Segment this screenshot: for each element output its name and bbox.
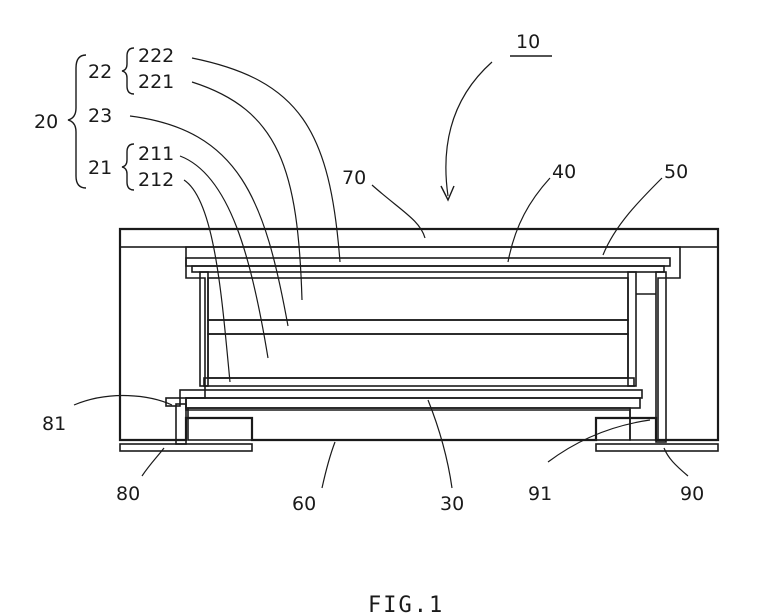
layer-50 — [186, 258, 670, 266]
base-60 — [188, 408, 630, 440]
layer-30 — [180, 390, 642, 408]
via-91 — [636, 272, 666, 442]
terminal-90 — [596, 444, 718, 451]
brace-20 — [68, 55, 86, 188]
figure-caption: FIG.1 — [368, 593, 444, 615]
label-70: 70 — [342, 167, 366, 189]
label-10: 10 — [516, 31, 540, 53]
label-50: 50 — [664, 161, 688, 183]
electrode-stack — [204, 278, 634, 386]
label-222: 222 — [138, 45, 174, 67]
label-30: 30 — [440, 493, 464, 515]
label-40: 40 — [552, 161, 576, 183]
label-22: 22 — [88, 61, 112, 83]
label-20: 20 — [34, 111, 58, 133]
via-81 — [166, 398, 186, 444]
label-80: 80 — [116, 483, 140, 505]
brace-21 — [122, 144, 134, 190]
label-211: 211 — [138, 143, 174, 165]
layer-40 — [192, 266, 664, 272]
inner-case-wall — [200, 272, 636, 386]
label-21: 21 — [88, 157, 112, 179]
label-60: 60 — [292, 493, 316, 515]
label-212: 212 — [138, 169, 174, 191]
terminal-80 — [120, 444, 252, 451]
brace-22 — [122, 48, 134, 94]
label-91: 91 — [528, 483, 552, 505]
label-81: 81 — [42, 413, 66, 435]
label-90: 90 — [680, 483, 704, 505]
label-23: 23 — [88, 105, 112, 127]
device-arrow — [441, 56, 552, 200]
cavity — [186, 247, 680, 440]
label-221: 221 — [138, 71, 174, 93]
